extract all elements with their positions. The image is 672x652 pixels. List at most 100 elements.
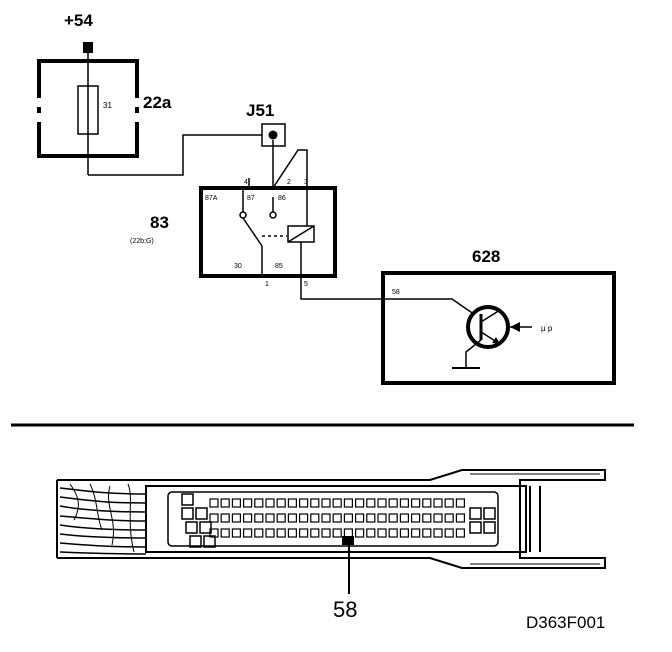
relay-pin-85: 85 — [275, 263, 283, 270]
connector-pin — [321, 528, 331, 538]
connector-pin — [433, 498, 443, 508]
connector-pin — [209, 513, 219, 523]
connector-pin — [377, 528, 387, 538]
connector-pin — [343, 513, 353, 523]
connector-pin — [310, 513, 320, 523]
connector-power-pin — [483, 521, 496, 534]
fuse-label: 31 — [103, 101, 112, 110]
connector-pin — [287, 498, 297, 508]
connector-pin-grid — [181, 493, 496, 548]
connector-pin — [411, 498, 421, 508]
relay-terminal-3: 3 — [304, 179, 308, 186]
connector-pin — [243, 528, 253, 538]
connector-pin — [399, 528, 409, 538]
connector-pin — [287, 528, 297, 538]
junction-node — [268, 130, 278, 140]
connector-pin — [220, 498, 230, 508]
connector-pin — [220, 528, 230, 538]
relay-coil-diagonal — [287, 225, 315, 243]
connector-pin — [422, 528, 432, 538]
connector-pin — [231, 498, 241, 508]
relay-terminal-1: 1 — [265, 281, 269, 288]
connector-pin — [265, 498, 275, 508]
connector-pin — [287, 513, 297, 523]
ecu-id: 628 — [472, 247, 500, 266]
connector-pin — [254, 498, 264, 508]
connector-power-pin — [469, 521, 482, 534]
connector-pin — [366, 498, 376, 508]
connector-power-pin — [203, 535, 216, 548]
junction-id: J51 — [246, 101, 274, 120]
connector-pin — [209, 498, 219, 508]
microprocessor-label: µ p — [541, 324, 553, 333]
connector-pin — [243, 513, 253, 523]
relay-pin-86: 86 — [278, 195, 286, 202]
connector-pin — [231, 528, 241, 538]
connector-pin — [265, 513, 275, 523]
connector-pin — [355, 498, 365, 508]
connector-pin — [276, 528, 286, 538]
connector-pin — [231, 513, 241, 523]
fuse-to-j51-wire — [88, 134, 262, 176]
connector-pin — [455, 498, 465, 508]
connector-power-pin — [199, 521, 212, 534]
connector-power-pin — [181, 493, 194, 506]
ecu-internal-wire — [385, 298, 479, 318]
transistor-emitter-arrow — [492, 337, 500, 344]
connector-pin — [276, 513, 286, 523]
connector-pin — [310, 498, 320, 508]
supply-label: +54 — [64, 11, 93, 30]
connector-pin-58 — [342, 536, 354, 545]
connector-pin — [299, 528, 309, 538]
relay-terminal-4: 4 — [244, 179, 248, 186]
connector-pin — [343, 498, 353, 508]
connector-pin — [254, 528, 264, 538]
relay-pin-87: 87 — [247, 195, 255, 202]
connector-pin — [299, 498, 309, 508]
connector-pin — [243, 498, 253, 508]
connector-power-pin — [189, 535, 202, 548]
contact-87 — [269, 211, 277, 219]
connector-pin — [310, 528, 320, 538]
relay-terminal-3-wire — [272, 149, 308, 189]
connector-pin — [220, 513, 230, 523]
connector-pin — [321, 513, 331, 523]
connector-pin — [399, 513, 409, 523]
connector-pin — [444, 528, 454, 538]
ecu-pin-label: 58 — [392, 289, 400, 296]
connector-pin — [455, 528, 465, 538]
connector-pin — [399, 498, 409, 508]
relay-box — [199, 186, 337, 278]
connector-pin — [299, 513, 309, 523]
connector-pin — [411, 528, 421, 538]
connector-pin — [276, 498, 286, 508]
connector-pin — [343, 528, 353, 538]
base-input-arrow — [510, 322, 520, 332]
relay-terminal-5: 5 — [304, 281, 308, 288]
switch-arm — [242, 217, 263, 247]
connector-pin — [411, 513, 421, 523]
connector-power-pin — [181, 507, 194, 520]
connector-pin — [388, 513, 398, 523]
connector-pin — [377, 498, 387, 508]
connector-pin — [444, 513, 454, 523]
connector-pin — [332, 498, 342, 508]
supply-terminal — [83, 42, 93, 53]
connector-pin — [433, 513, 443, 523]
connector-pin — [388, 498, 398, 508]
relay-to-ecu-wire — [300, 276, 385, 300]
connector-pin — [332, 513, 342, 523]
connector-pin — [433, 528, 443, 538]
contact-87a — [239, 211, 247, 219]
relay-sub-label: (22b:G) — [130, 238, 154, 245]
connector-pin — [355, 528, 365, 538]
connector-power-pin — [195, 507, 208, 520]
fuse-box-id: 22a — [143, 93, 172, 112]
connector-pin — [377, 513, 387, 523]
relay-pin-87a: 87A — [205, 195, 218, 202]
ground-wire — [465, 339, 482, 368]
connector-power-pin — [469, 507, 482, 520]
connector-power-pin — [185, 521, 198, 534]
fuse-box-22a — [37, 59, 139, 158]
